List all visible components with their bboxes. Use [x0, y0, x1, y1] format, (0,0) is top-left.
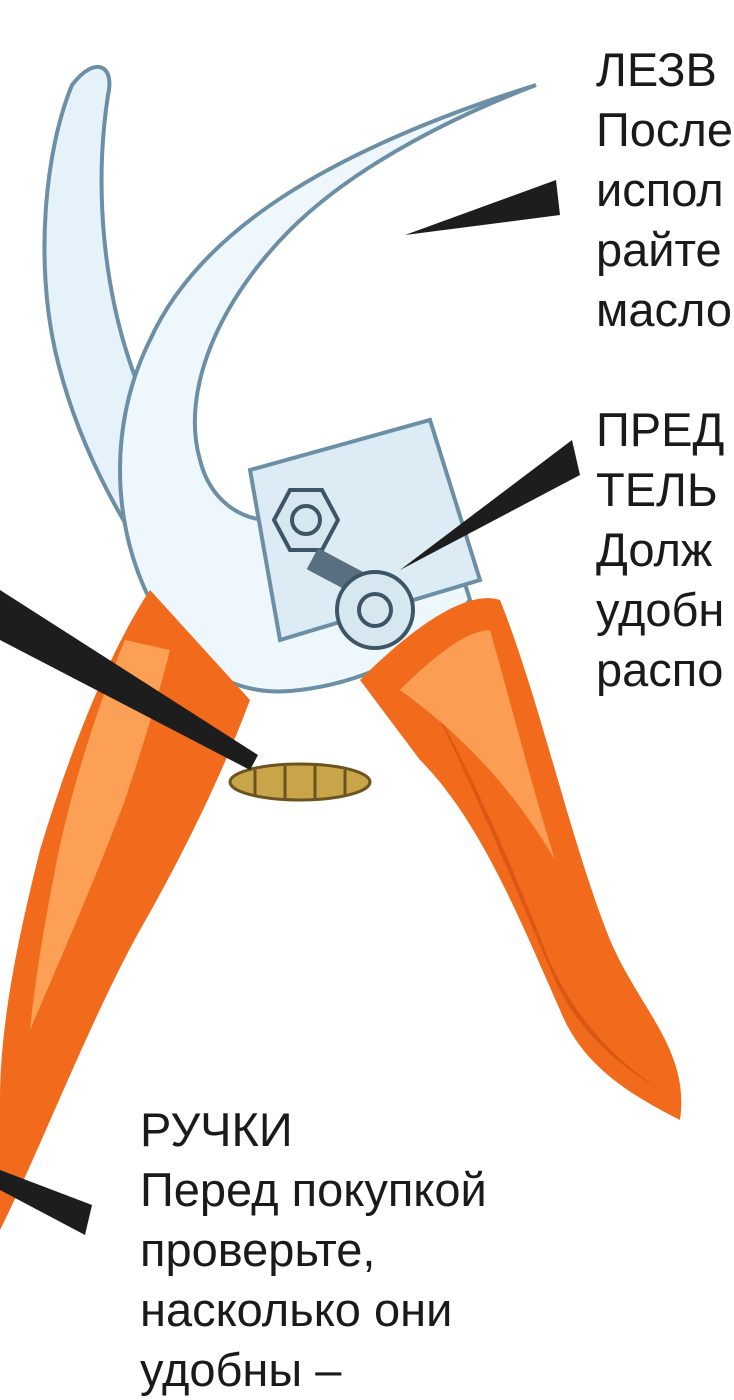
blade-caption-title: ЛЕЗВ [596, 40, 733, 100]
blade-caption-line: райте [596, 220, 733, 280]
handles-caption-line: Перед покупкой [140, 1160, 487, 1220]
guard-caption-title: ПРЕД [596, 400, 724, 460]
pointer-blade [405, 180, 560, 235]
guard-caption-line: Долж [596, 520, 724, 580]
blade-caption-line: масло [596, 280, 733, 340]
diagram-stage: ЛЕЗВ После испол райте масло ПРЕД ТЕЛЬ Д… [0, 0, 734, 1365]
pointer-handles [0, 1170, 92, 1235]
handles-caption: РУЧКИ Перед покупкой проверьте, наскольк… [140, 1100, 487, 1400]
handles-caption-line: удобны – [140, 1340, 487, 1400]
blade-caption-line: После [596, 100, 733, 160]
guard-caption-line: удобн [596, 580, 724, 640]
guard-caption-line: распо [596, 640, 724, 700]
spring-icon [230, 764, 370, 800]
handles-caption-line: проверьте, [140, 1220, 487, 1280]
guard-caption-title: ТЕЛЬ [596, 460, 724, 520]
nut-icon [337, 572, 413, 648]
blade-caption: ЛЕЗВ После испол райте масло [596, 40, 733, 340]
handles-caption-line: насколько они [140, 1280, 487, 1340]
blade-caption-line: испол [596, 160, 733, 220]
bolt-icon [274, 490, 338, 550]
guard-caption: ПРЕД ТЕЛЬ Долж удобн распо [596, 400, 724, 700]
handles-caption-title: РУЧКИ [140, 1100, 487, 1160]
